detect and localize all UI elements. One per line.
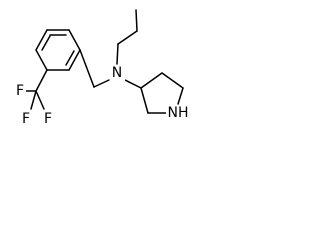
bond-pyr-c3-c4	[140, 72, 163, 89]
chemical-structure-diagram: N NH F F F	[14, 9, 190, 127]
atom-fluorine-right: F	[42, 111, 54, 127]
bond-ring-double-right	[65, 50, 75, 66]
bond-pyr-c2-c3	[140, 87, 149, 114]
atom-fluorine-left: F	[20, 111, 32, 127]
ring-nh-label: NH	[168, 105, 189, 121]
pyrrolidine-ring	[140, 72, 184, 114]
bond-cf3-to-f-right	[35, 90, 45, 110]
bond-ring-to-ch2	[79, 49, 95, 88]
amine-n-label: N	[112, 65, 122, 81]
benzene-ring	[35, 29, 81, 71]
bond-ring-c2-c3	[68, 29, 81, 51]
fluorine-right-label: F	[44, 111, 52, 127]
bond-pyr-c5-n	[177, 87, 184, 105]
bond-n-to-propyl-c1	[116, 43, 119, 65]
atom-ring-nh: NH	[166, 105, 190, 121]
bond-pyr-c4-c5	[161, 72, 184, 89]
bond-ch2-to-n	[93, 79, 110, 88]
atom-amine-n: N	[110, 65, 125, 81]
bond-ring-to-cf3	[35, 69, 48, 92]
fluorine-left-label: F	[22, 111, 30, 127]
bond-propyl-c2-c3	[135, 9, 138, 32]
bond-propyl-c1-c2	[117, 30, 138, 45]
bond-ring-c3-c4	[68, 49, 81, 71]
bond-cf3-to-f-left	[30, 90, 37, 110]
bond-ring-double-left	[41, 35, 51, 51]
bond-n-to-pyrrolidine	[124, 79, 142, 89]
bond-ring-c6-c1	[35, 29, 48, 51]
atom-fluorine-top: F	[14, 83, 26, 99]
bond-ring-c5-c6	[35, 49, 48, 71]
fluorine-top-label: F	[16, 83, 24, 99]
